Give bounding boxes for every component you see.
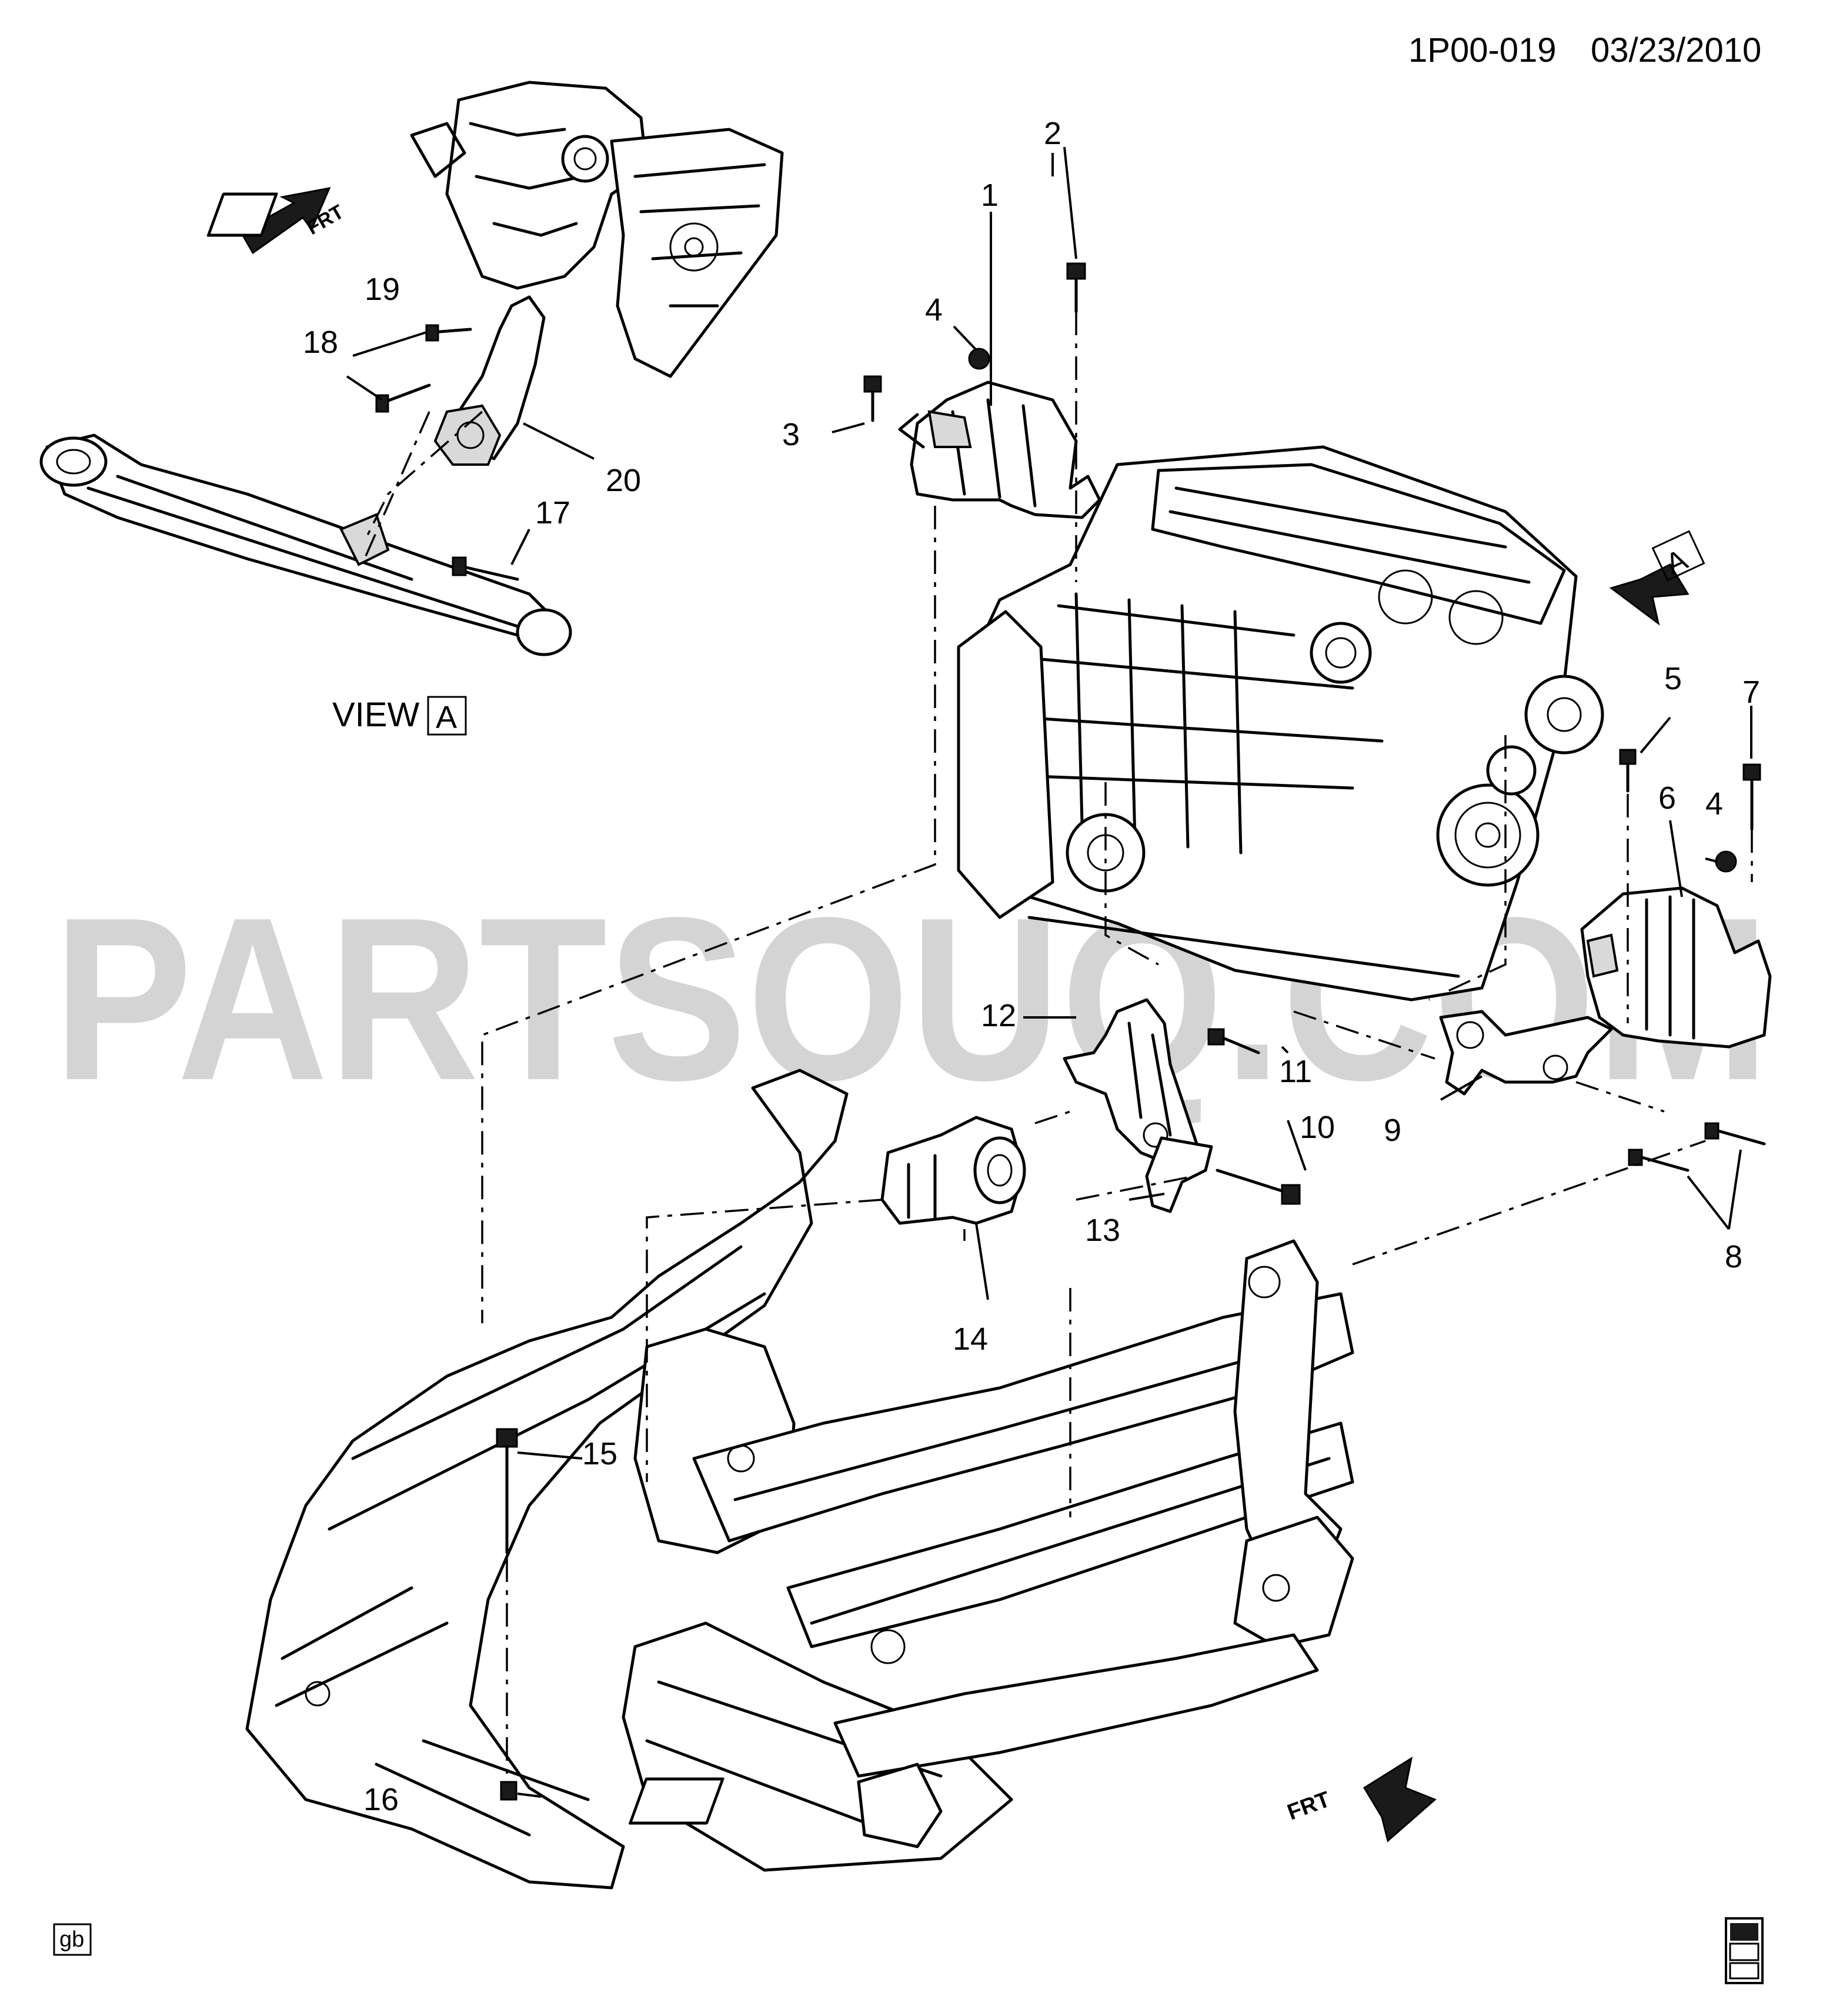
alignment-lines [363, 312, 1753, 1776]
view-a-transmission [410, 81, 784, 378]
front-arrow-bottom-label: FRT [1284, 1787, 1334, 1825]
nut-4-upper [968, 348, 990, 370]
body-frame [245, 1069, 1354, 1890]
callout-16: 16 [363, 1782, 399, 1817]
bolt-10 [1216, 1169, 1301, 1205]
callout-13: 13 [1085, 1213, 1120, 1248]
callout-15: 15 [582, 1436, 617, 1471]
leader-lines [346, 146, 1752, 1798]
callout-14: 14 [953, 1321, 988, 1357]
view-a-mount-bracket [433, 295, 546, 466]
bolts-8 [1628, 1122, 1766, 1172]
callout-4a: 4 [925, 292, 943, 328]
callout-5: 5 [1664, 661, 1682, 696]
bolt-3 [863, 375, 882, 422]
callout-10: 10 [1300, 1110, 1335, 1145]
view-label: VIEW [332, 696, 419, 734]
front-arrow-bottom: FRT [629, 1756, 1437, 1843]
bolt-7 [1742, 763, 1761, 831]
callout-3: 3 [782, 417, 800, 452]
view-label-box [427, 696, 467, 736]
front-arrow-view-a: FRT [206, 187, 348, 255]
bolt-5 [1619, 749, 1637, 793]
view-a-crossmember [39, 433, 572, 656]
engine-assembly [957, 445, 1604, 1002]
callout-8: 8 [1725, 1239, 1742, 1274]
footer-badge-box [53, 1923, 92, 1956]
part-6-engine-mount [1580, 886, 1772, 1049]
callout-19: 19 [365, 272, 400, 307]
callout-17: 17 [535, 495, 570, 530]
callout-2: 2 [1044, 116, 1061, 151]
callout-4b: 4 [1705, 786, 1723, 822]
callout-7: 7 [1742, 675, 1760, 710]
callout-12: 12 [981, 998, 1016, 1033]
part-12-front-bracket [1063, 998, 1201, 1166]
gmspo-logo [1725, 1917, 1764, 1984]
callout-18: 18 [303, 325, 338, 360]
bolt-11 [1207, 1028, 1260, 1054]
callout-9: 9 [1384, 1113, 1401, 1148]
callout-6: 6 [1658, 780, 1676, 816]
callout-20: 20 [606, 463, 641, 498]
nut-16 [500, 1781, 517, 1801]
part-9-mount-bracket [1439, 1010, 1613, 1096]
direction-arrow-a: A [1609, 530, 1705, 626]
nut-4-lower [1715, 850, 1737, 873]
callout-11: 11 [1279, 1054, 1312, 1089]
watermark: PARTSOUQ.COM [53, 869, 1770, 1129]
footer-badge: gb [59, 1927, 84, 1952]
part-14-front-mount [880, 1116, 1026, 1225]
bolt-2 [1066, 262, 1086, 313]
callout-labels: 1 2 3 4 5 6 7 4 8 9 10 11 12 13 14 15 16… [303, 116, 1760, 1817]
callout-1: 1 [981, 178, 999, 213]
part-13-shield [1145, 1136, 1213, 1213]
view-label-ref: A [436, 700, 457, 735]
bolt-15 [496, 1428, 518, 1554]
bolt-19 [425, 324, 472, 342]
bolt-17 [452, 556, 519, 581]
diagram-code: 1P00-019 [1408, 31, 1557, 69]
diagram-date: 03/23/2010 [1591, 31, 1761, 69]
part-1-trans-mount [898, 380, 1101, 519]
bolt-18 [375, 383, 431, 413]
